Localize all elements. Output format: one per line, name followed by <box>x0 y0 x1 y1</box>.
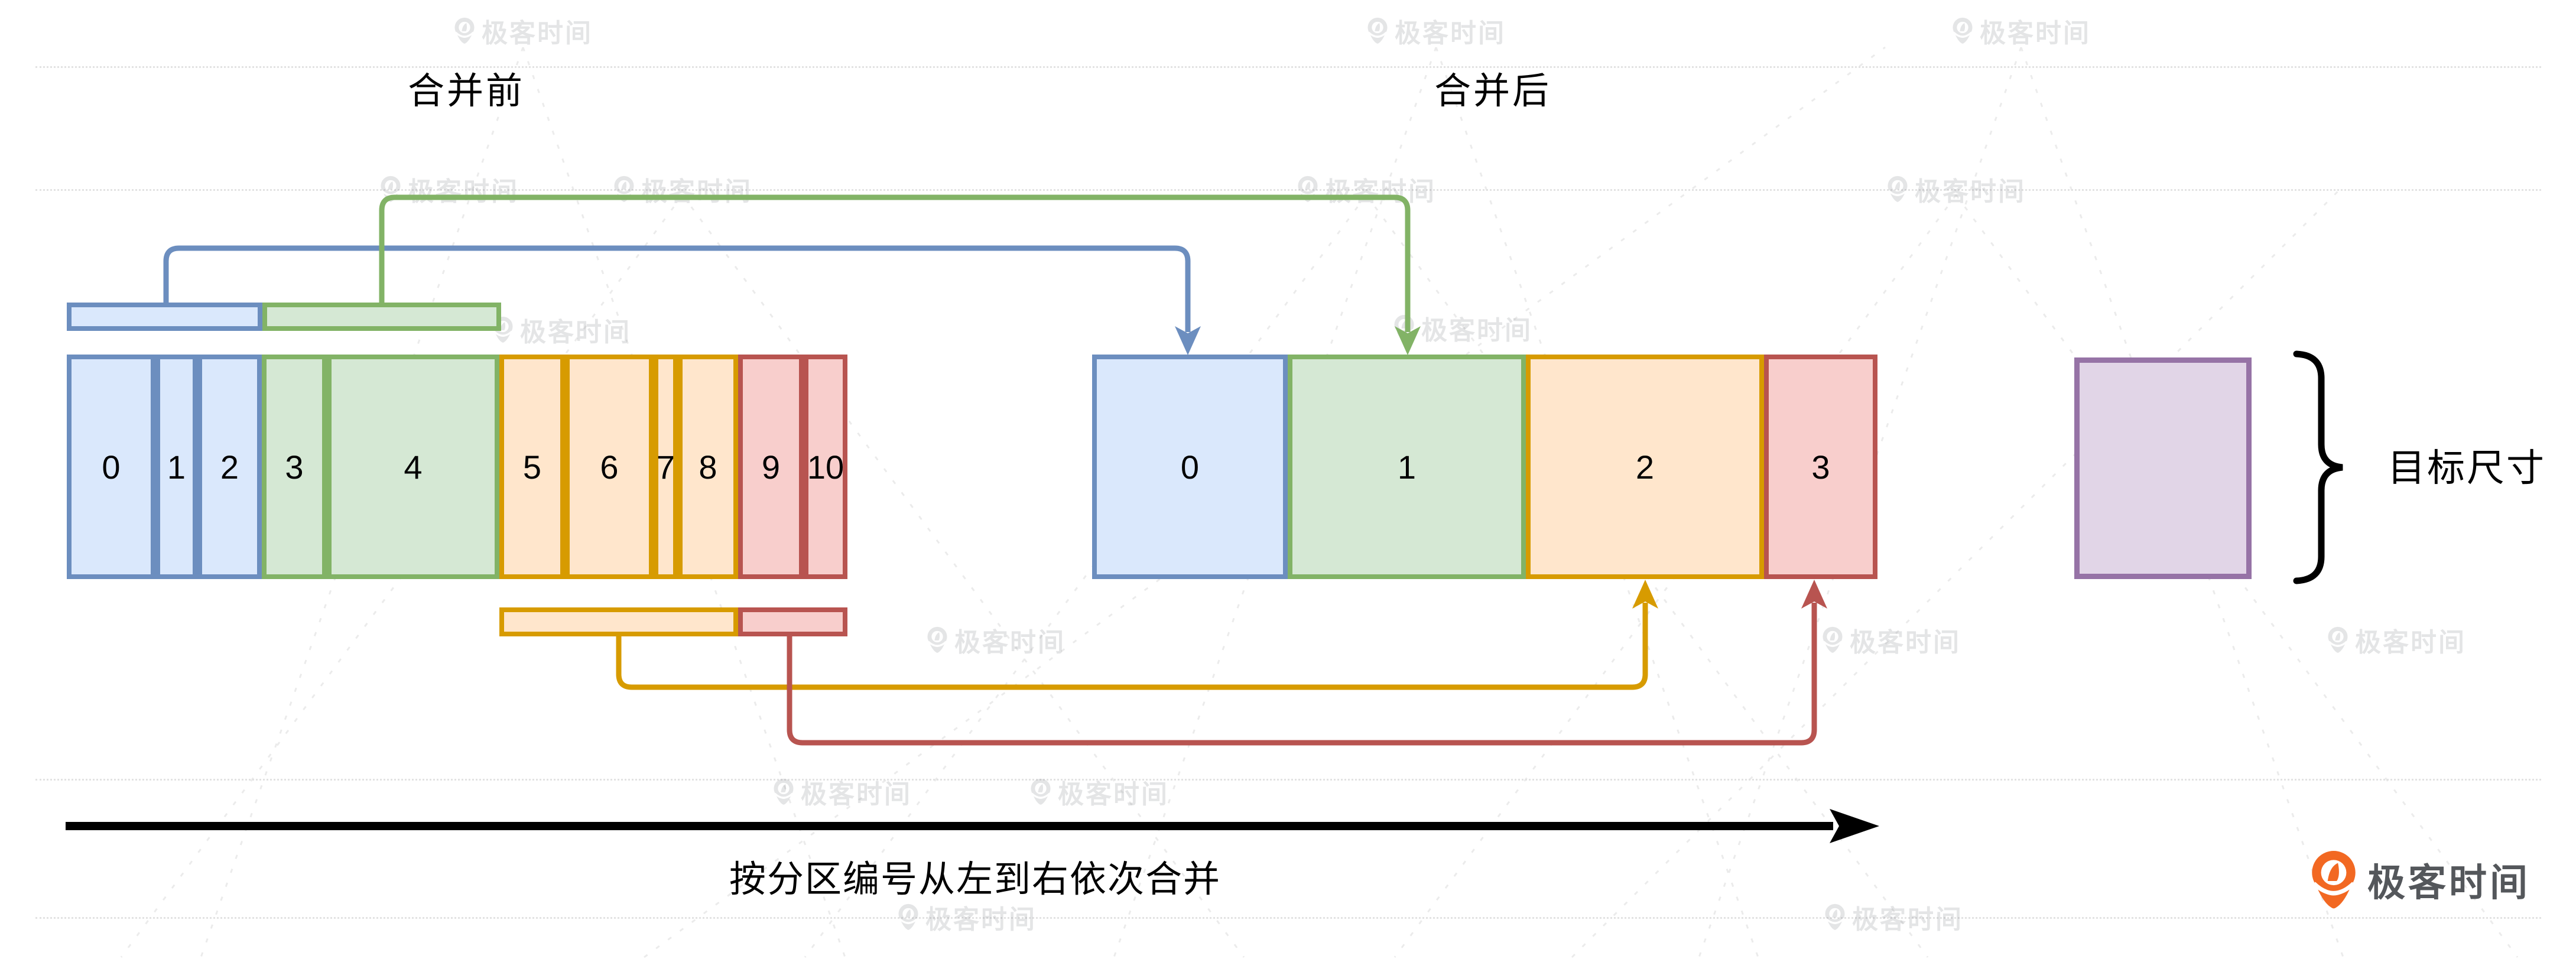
label-before-merge: 合并前 <box>408 71 525 112</box>
watermark-text: 极客时间 <box>1395 19 1506 48</box>
watermark-pin-icon <box>1951 17 1974 44</box>
watermark-text: 极客时间 <box>1980 19 2091 48</box>
watermark-pin-icon <box>613 175 635 203</box>
watermark: 极客时间 <box>1951 12 2091 50</box>
watermark-dotted-line <box>35 917 2541 919</box>
watermark: 极客时间 <box>492 311 631 349</box>
watermark: 极客时间 <box>926 621 1066 659</box>
watermark-pin-icon <box>772 778 795 805</box>
partition-block-4: 4 <box>327 355 499 579</box>
watermark: 极客时间 <box>1393 309 1532 347</box>
partition-block-5: 5 <box>499 355 565 579</box>
watermark-text: 极客时间 <box>2355 628 2466 657</box>
sequence-caption: 按分区编号从左到右依次合并 <box>729 859 1222 900</box>
watermark-dotted-line <box>35 189 2541 191</box>
watermark: 极客时间 <box>453 12 593 50</box>
watermark-pin-icon <box>1029 778 1052 805</box>
watermark-text: 极客时间 <box>801 780 912 809</box>
watermark-pin-icon <box>2327 626 2349 654</box>
watermark: 极客时间 <box>2327 621 2466 659</box>
watermark: 极客时间 <box>897 898 1037 936</box>
watermark: 极客时间 <box>1821 621 1961 659</box>
watermark-text: 极客时间 <box>1325 177 1436 206</box>
partition-block-3: 3 <box>262 355 327 579</box>
watermark-text: 极客时间 <box>1915 177 2026 206</box>
target-size-label: 目标尺寸 <box>2387 447 2546 489</box>
watermark: 极客时间 <box>1824 898 1963 936</box>
merged-block-1: 1 <box>1288 355 1526 579</box>
watermark-text: 极客时间 <box>482 19 593 48</box>
logo-pin-icon <box>2308 850 2359 910</box>
watermark-text: 极客时间 <box>520 318 631 347</box>
watermark: 极客时间 <box>379 170 519 208</box>
watermark-dotted-line <box>35 66 2541 68</box>
watermark-text: 极客时间 <box>1852 905 1963 934</box>
watermark: 极客时间 <box>772 773 912 811</box>
watermark: 极客时间 <box>613 170 752 208</box>
watermark-pin-icon <box>897 903 920 931</box>
group-bar-orange <box>499 607 738 636</box>
watermark-pin-icon <box>1297 175 1319 203</box>
brand-logo: 极客时间 <box>2308 850 2530 910</box>
partition-block-0: 0 <box>67 355 155 579</box>
group-bar-green <box>262 303 501 331</box>
merged-block-2: 2 <box>1526 355 1764 579</box>
watermark-dotted-line <box>35 779 2541 781</box>
group-bar-red <box>738 607 847 636</box>
partition-block-1: 1 <box>155 355 197 579</box>
watermark-pin-icon <box>379 175 402 203</box>
partition-block-2: 2 <box>197 355 262 579</box>
watermark: 极客时间 <box>1297 170 1436 208</box>
group-bar-blue <box>67 303 262 331</box>
watermark-pin-icon <box>453 17 476 44</box>
target-size-box <box>2074 357 2252 579</box>
watermark: 极客时间 <box>1366 12 1506 50</box>
label-after-merge: 合并后 <box>1434 71 1552 112</box>
partition-block-8: 8 <box>678 355 738 579</box>
merged-block-3: 3 <box>1764 355 1877 579</box>
partition-block-9: 9 <box>738 355 804 579</box>
watermark-pin-icon <box>1821 626 1844 654</box>
watermark-text: 极客时间 <box>408 177 519 206</box>
watermark-pin-icon <box>1366 17 1389 44</box>
watermark-text: 极客时间 <box>1850 628 1961 657</box>
watermark-pin-icon <box>1824 903 1846 931</box>
watermark-text: 极客时间 <box>641 177 752 206</box>
watermark-pin-icon <box>1393 314 1415 342</box>
watermark-text: 极客时间 <box>954 628 1066 657</box>
logo-text: 极客时间 <box>2367 862 2530 904</box>
partition-block-6: 6 <box>565 355 654 579</box>
watermark-text: 极客时间 <box>1058 780 1169 809</box>
watermark-text: 极客时间 <box>1421 316 1532 345</box>
partition-block-7: 7 <box>654 355 678 579</box>
watermark: 极客时间 <box>1886 170 2026 208</box>
partition-block-10: 10 <box>804 355 847 579</box>
watermark-pin-icon <box>926 626 948 654</box>
watermark: 极客时间 <box>1029 773 1169 811</box>
watermark-text: 极客时间 <box>925 905 1037 934</box>
watermark-pin-icon <box>1886 175 1909 203</box>
merged-block-0: 0 <box>1092 355 1288 579</box>
